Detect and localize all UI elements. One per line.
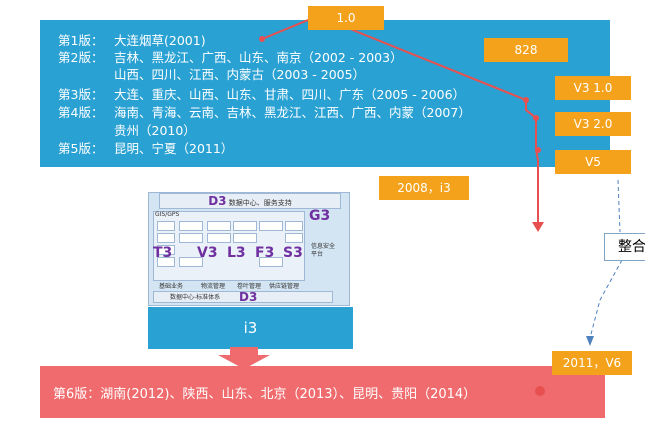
arch-module <box>285 233 303 243</box>
arch-module <box>157 257 175 267</box>
callout-v5: V5 <box>555 150 631 174</box>
arch-module <box>179 233 203 243</box>
arch-datacenter: 数据中心-标准体系 <box>153 291 333 303</box>
arch-logistics: 物流管理 <box>201 283 226 290</box>
arch-bottom-d3: D3 <box>239 290 258 304</box>
callout-v3-1: V3 1.0 <box>555 76 631 100</box>
version-2-cont: 山西、四川、江西、内蒙古（2003 - 2005） <box>114 67 366 82</box>
arch-v3: V3 <box>197 245 218 261</box>
arch-s3: S3 <box>283 245 303 261</box>
timeline-dot <box>259 36 265 42</box>
arch-module <box>259 221 283 231</box>
timeline-dot <box>535 386 545 396</box>
timeline-dot <box>533 115 539 121</box>
version-4-cont: 贵州（2010） <box>114 123 196 138</box>
arch-module <box>179 221 203 231</box>
callout-828: 828 <box>484 38 568 62</box>
version-1-row: 第1版： 大连烟草(2001) <box>58 32 206 49</box>
arch-module <box>233 233 257 243</box>
architecture-diagram: D3 数据中心、服务支持 GIS/GPS G3 T3 V3 L3 F3 S3 基… <box>148 192 350 306</box>
merge-dashed-line <box>589 259 623 339</box>
arch-top-sub: 数据中心、服务支持 <box>228 199 292 207</box>
version-3-label: 第3版： <box>58 87 104 102</box>
version-5-label: 第5版： <box>58 141 104 156</box>
arch-module <box>259 257 283 267</box>
arch-module <box>179 257 203 267</box>
down-arrow-icon <box>218 347 270 369</box>
arch-top-d3: D3 <box>208 194 227 208</box>
merge-arrowhead-icon <box>586 336 594 346</box>
i3-bar: i3 <box>148 307 353 349</box>
version-5-row: 第5版： 昆明、宁夏（2011） <box>58 140 233 157</box>
arch-module <box>207 221 231 231</box>
merge-label: 整合 <box>604 233 645 261</box>
arch-module <box>157 221 175 231</box>
version-6-text: 第6版：湖南(2012)、陕西、山东、北京（2013）、昆明、贵阳（2014） <box>53 387 477 402</box>
callout-1-0: 1.0 <box>308 6 384 30</box>
arch-module <box>285 221 303 231</box>
timeline-dot <box>523 97 529 103</box>
version-3-text: 大连、重庆、山西、山东、甘肃、四川、广东（2005 - 2006） <box>114 87 466 102</box>
callout-v3-2: V3 2.0 <box>555 112 631 136</box>
arch-module <box>207 233 231 243</box>
arch-top-banner: D3 数据中心、服务支持 <box>159 193 341 209</box>
callout-2008-i3: 2008，i3 <box>379 176 469 200</box>
timeline-arrowhead-icon <box>532 222 544 232</box>
version-1-label: 第1版： <box>58 33 104 48</box>
version-4-label: 第4版： <box>58 105 104 120</box>
arch-base: 基础业务 <box>159 283 184 290</box>
version-2-label: 第2版： <box>58 50 104 65</box>
version-2-row: 第2版： 吉林、黑龙江、广西、山东、南京（2002 - 2003） <box>58 49 403 66</box>
merge-dashed-line <box>617 179 621 233</box>
arch-t3: T3 <box>153 245 173 261</box>
arch-supply: 供应链管理 <box>269 283 300 290</box>
version-4-text: 海南、青海、云南、吉林、黑龙江、江西、广西、内蒙（2007） <box>114 105 471 120</box>
arch-module <box>157 233 175 243</box>
version-1-text: 大连烟草(2001) <box>114 33 206 48</box>
arch-l3: L3 <box>227 245 246 261</box>
arch-finance: 卷叶管理 <box>237 283 262 290</box>
version-2-text: 吉林、黑龙江、广西、山东、南京（2002 - 2003） <box>114 50 403 65</box>
arch-module <box>157 245 175 255</box>
arch-f3: F3 <box>255 245 275 261</box>
arch-module <box>233 221 257 231</box>
version-5-text: 昆明、宁夏（2011） <box>114 141 234 156</box>
arch-gis: GIS/GPS <box>155 211 180 218</box>
version-3-row: 第3版： 大连、重庆、山西、山东、甘肃、四川、广东（2005 - 2006） <box>58 86 465 103</box>
version-6-panel: 第6版：湖南(2012)、陕西、山东、北京（2013）、昆明、贵阳（2014） <box>40 366 605 418</box>
arch-g3: G3 <box>309 208 331 224</box>
callout-2011-v6: 2011，V6 <box>552 351 632 375</box>
arch-security: 信息安全平台 <box>311 243 336 258</box>
version-4-row: 第4版： 海南、青海、云南、吉林、黑龙江、江西、广西、内蒙（2007） <box>58 104 471 121</box>
timeline-dot <box>535 147 541 153</box>
